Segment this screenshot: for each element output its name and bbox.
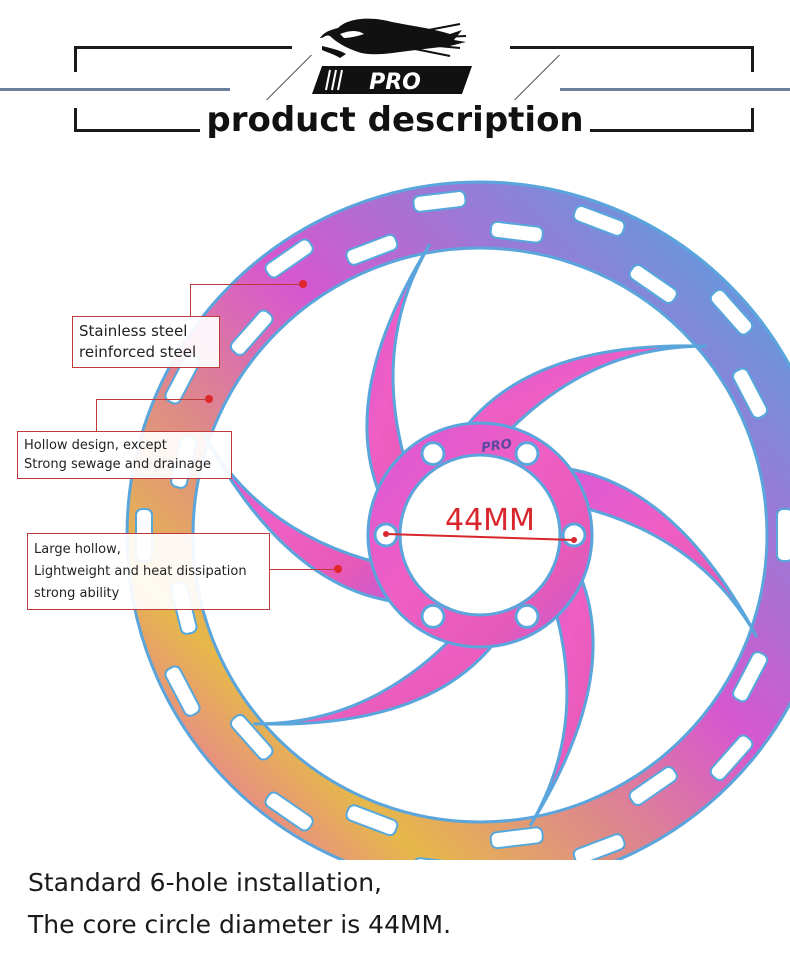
callout-2-dot [205,395,213,403]
ring-slot [345,233,399,266]
ring-slot [709,734,754,782]
frame-left-bottom [74,108,77,132]
ring-slot [731,367,769,419]
diameter-label: 44MM [445,503,535,538]
frame-top-right [510,46,754,49]
diameter-line [385,533,575,541]
frame-top-left [74,46,292,49]
frame-right-bottom [751,108,754,132]
header-left-blue-line [0,88,230,91]
frame-bottom-left [74,129,224,132]
brake-rotor: PRO [125,180,790,860]
ring-slot [345,804,399,837]
ring-slot [264,791,314,832]
rotor-spoke [528,561,595,827]
callout-hollow-design: Hollow design, except Strong sewage and … [17,431,232,479]
ring-slot [229,713,274,761]
callout-1-line-v [190,284,191,316]
callout-1-line-h [190,284,302,285]
callout-2-line-h [96,399,208,400]
ring-slot [412,190,467,213]
rotor-spoke [253,630,506,726]
rotor-spoke [454,344,707,440]
callout-2-line-v [96,399,97,431]
callout-3-dot [334,565,342,573]
frame-slash-right [509,54,560,105]
ring-slot [709,288,754,336]
header-right-blue-line [560,88,790,91]
ring-slot [776,508,790,562]
ring-slot [731,651,769,703]
ring-slot [628,766,678,807]
callout-stainless-steel: Stainless steel reinforced steel [72,316,220,368]
rotor-spoke [550,465,759,638]
ring-slot [628,263,678,304]
rotor-spokes [201,243,759,827]
ring-slot [489,826,544,850]
bolt-hole [420,603,446,629]
callout-large-hollow: Large hollow, Lightweight and heat dissi… [27,533,270,610]
ring-slot [572,833,626,860]
footer-line-2: The core circle diameter is 44MM. [28,910,452,939]
brand-logo: PRO [312,18,472,95]
rotor-spoke [365,243,432,509]
callout-3-line-h [270,569,336,570]
pro-badge: PRO [312,66,472,95]
rotor-bolt-holes [373,441,587,629]
footer-line-1: Standard 6-hole installation, [28,868,383,897]
ring-slot [164,665,201,717]
bolt-hole [420,441,446,467]
page-title: product description [0,100,790,140]
panther-icon [320,18,467,58]
bolt-hole [514,441,540,467]
frame-right-top [751,46,754,72]
logo-text: PRO [369,70,421,95]
callout-1-dot [299,280,307,288]
ring-slot [229,309,274,357]
bolt-hole [514,603,540,629]
frame-left-top [74,46,77,72]
rotor-ring-slots [135,190,790,860]
frame-bottom-right [590,129,754,132]
ring-slot [264,238,314,279]
ring-slot [572,204,626,237]
rotor-marking: PRO [480,437,512,456]
ring-slot [489,220,544,244]
